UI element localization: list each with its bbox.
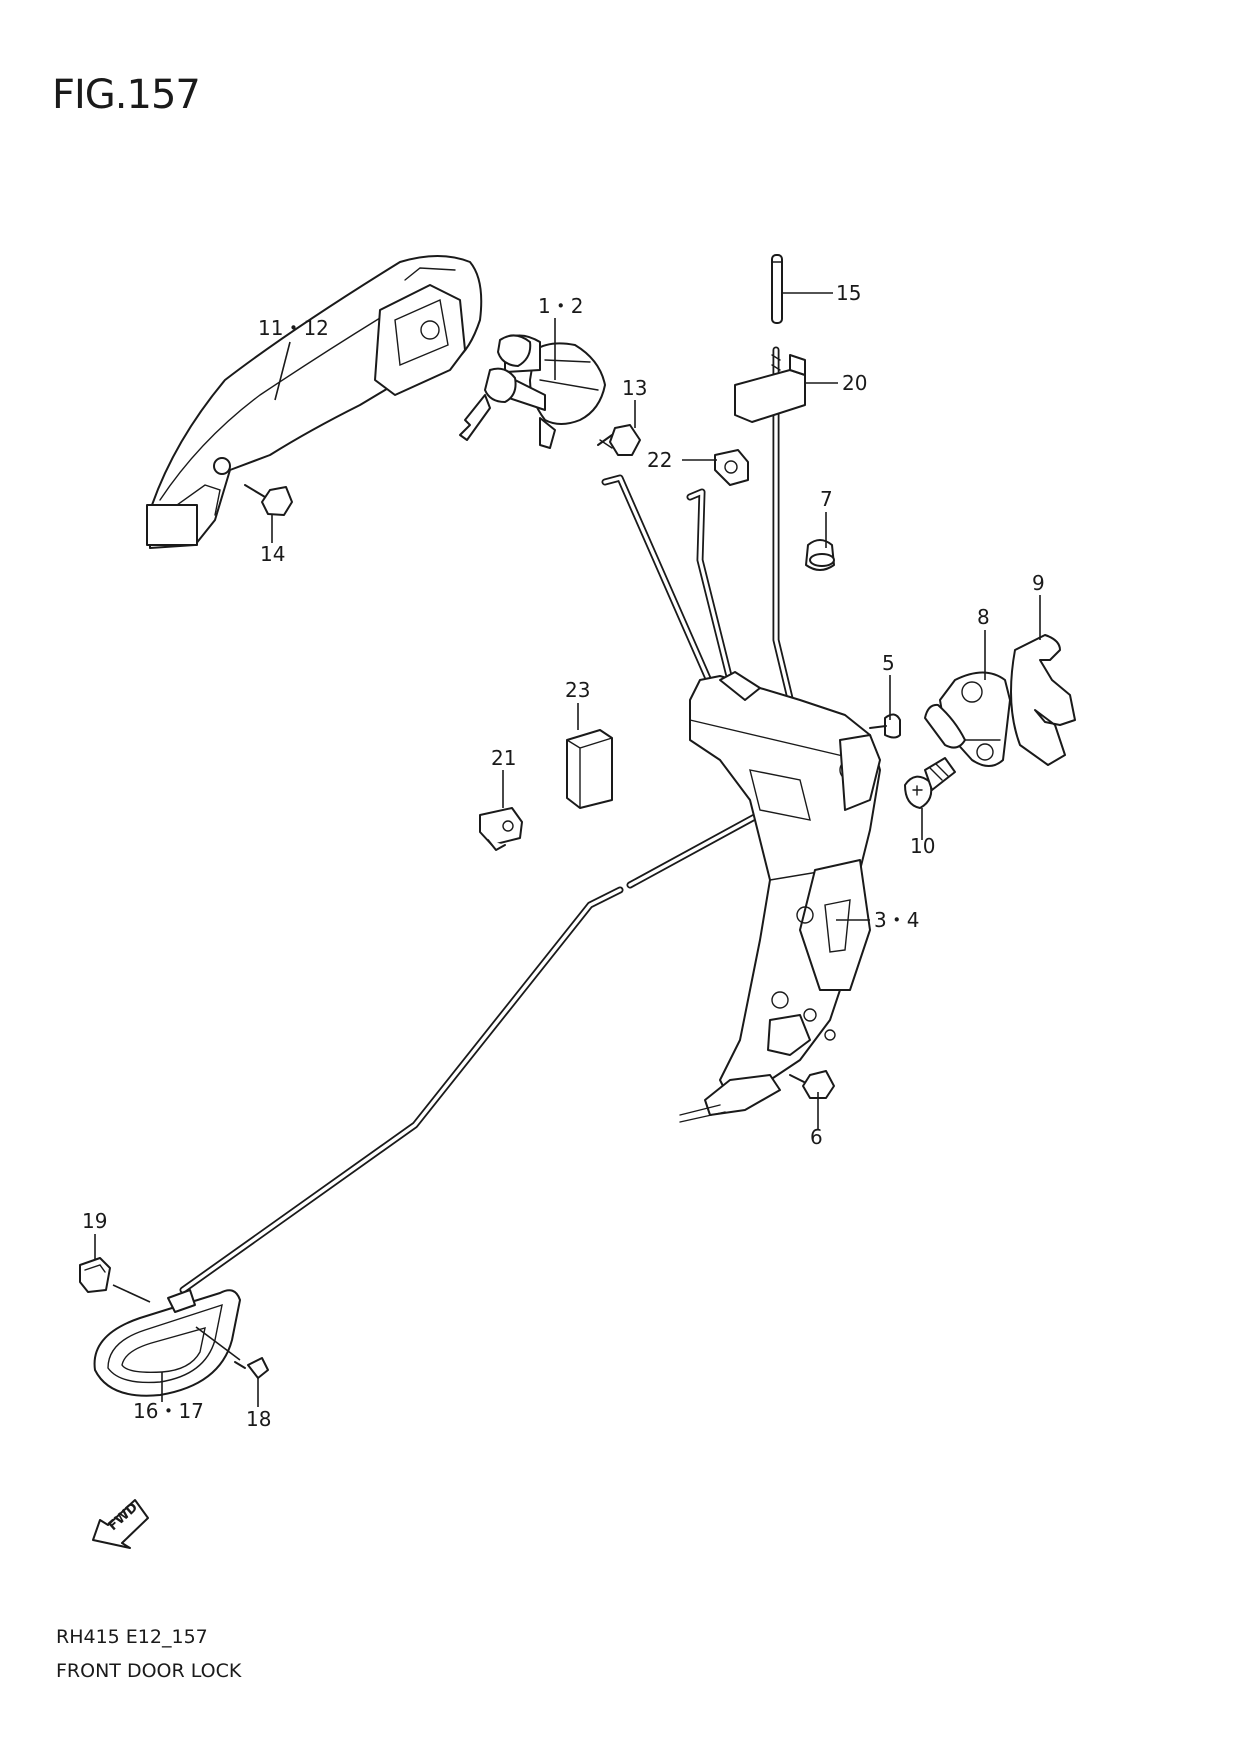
- callout-10: 10: [910, 834, 935, 858]
- inside-door-handle: [93, 1289, 241, 1397]
- cylinder-bolt: [597, 424, 641, 456]
- harness-clip: [479, 807, 523, 851]
- outside-door-handle: [146, 255, 483, 549]
- leader-lines: [94, 292, 1041, 1407]
- callout-1-2: 1・2: [538, 294, 583, 318]
- model-code: RH415 E12_157: [56, 1626, 208, 1648]
- lock-bolt: [789, 1070, 835, 1099]
- callout-6: 6: [810, 1125, 823, 1149]
- callout-11-12: 11・12: [258, 316, 329, 340]
- cushion-block: [566, 729, 613, 809]
- callout-7: 7: [820, 487, 833, 511]
- handle-cap: [79, 1257, 111, 1293]
- callout-23: 23: [565, 678, 590, 702]
- callout-14: 14: [260, 542, 285, 566]
- door-striker: [924, 671, 1011, 767]
- callout-3-4: 3・4: [874, 908, 919, 932]
- striker-shim: [1010, 634, 1076, 766]
- figure-title: FIG.157: [52, 72, 201, 118]
- key-icon: [459, 334, 532, 441]
- callout-9: 9: [1032, 571, 1045, 595]
- callout-labels: 1・2 3・4 5 6 7 8 9 10 11・12 13 14 15 16・1…: [82, 281, 1045, 1431]
- handle-bolt: [244, 484, 293, 516]
- callout-13: 13: [622, 376, 647, 400]
- callout-21: 21: [491, 746, 516, 770]
- rod-pin: [771, 254, 783, 324]
- callout-5: 5: [882, 651, 895, 675]
- inside-handle-rod: [179, 786, 819, 1294]
- rod-pad: [734, 354, 806, 423]
- lock-screw: [869, 713, 901, 739]
- figure-name: FRONT DOOR LOCK: [56, 1660, 242, 1682]
- key-cylinder-set: [459, 334, 606, 449]
- door-lock-assembly: [679, 671, 881, 1123]
- callout-18: 18: [246, 1407, 271, 1431]
- callout-8: 8: [977, 605, 990, 629]
- callout-19: 19: [82, 1209, 107, 1233]
- rod-clip: [714, 449, 749, 486]
- grommet: [805, 539, 835, 571]
- callout-16-17: 16・17: [133, 1399, 204, 1423]
- callout-22: 22: [647, 448, 672, 472]
- striker-screw: [904, 757, 956, 809]
- inside-handle-screw: [234, 1357, 269, 1379]
- callout-15: 15: [836, 281, 861, 305]
- callout-20: 20: [842, 371, 867, 395]
- forward-arrow-icon: FWD: [92, 1499, 149, 1549]
